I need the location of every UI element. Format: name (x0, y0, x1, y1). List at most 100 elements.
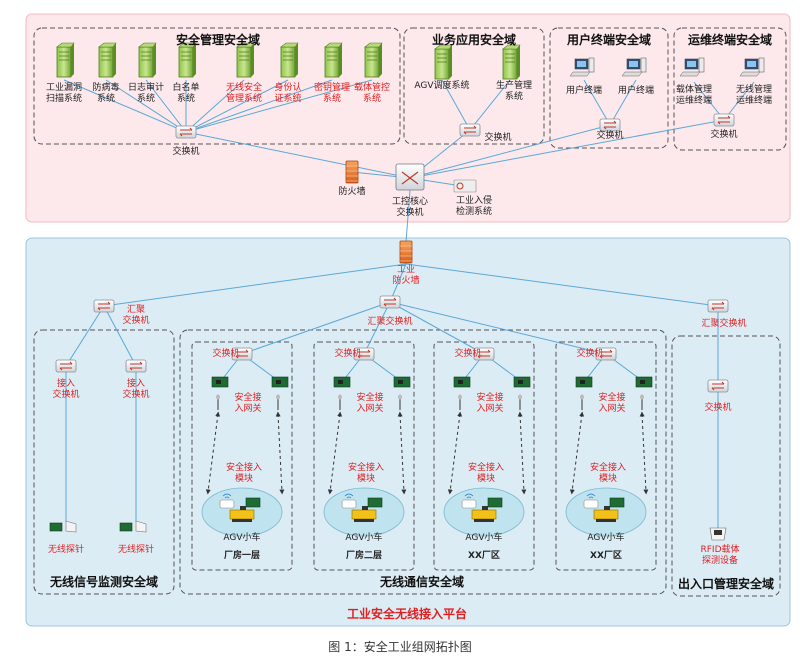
switch-label: 交换机 (484, 131, 511, 143)
server-body (98, 46, 114, 78)
switch-icon (713, 113, 735, 127)
terminal-label: 无线管理 (736, 83, 772, 95)
switch-label: 交换机 (172, 145, 199, 157)
server-label: 日志审计 (128, 81, 164, 93)
area-label: 厂房一层 (224, 549, 260, 561)
switch-body (713, 113, 735, 127)
link-line (517, 411, 527, 495)
access-switch-label: 接入 (57, 377, 75, 389)
ids-label: 工业入侵 (456, 194, 492, 206)
server-side (339, 43, 342, 77)
pc-display (747, 61, 756, 67)
domain-monitor-box (33, 329, 175, 595)
link-line (409, 124, 611, 179)
firewall-label: 防火墙 (338, 185, 365, 197)
antenna-tip (276, 394, 280, 400)
server-label: 载体管控 (354, 81, 390, 93)
agv-group (443, 487, 525, 537)
core-switch-label: 工控核心 (392, 195, 428, 207)
probe-board (49, 522, 63, 532)
link-line (389, 301, 485, 355)
switch-arrows (603, 120, 617, 130)
agg-switch-icon (707, 299, 729, 313)
switch-arrows (179, 127, 193, 137)
core-switch-icon (395, 163, 425, 191)
link-line (441, 79, 471, 131)
gateway-board-icon (271, 376, 289, 388)
connection-lines (63, 79, 755, 528)
module-label: 模块 (235, 472, 253, 484)
agg-switch-label: 汇聚交换机 (701, 317, 746, 329)
access-switch-icon (55, 359, 77, 373)
switch-arrows (717, 115, 731, 125)
pc-icon (621, 57, 647, 77)
link-line (609, 79, 637, 126)
server-label: 扫描系统 (46, 92, 82, 104)
agv-group (323, 487, 405, 537)
area-label: 厂房二层 (346, 549, 382, 561)
server-label: AGV调度系统 (414, 79, 469, 91)
link-line (185, 79, 333, 133)
gateway-board-icon (575, 376, 593, 388)
module-board-icon (245, 497, 261, 508)
antenna-icon (518, 394, 522, 410)
probe-box (135, 520, 147, 533)
terminal-label: 用户终端 (618, 84, 654, 96)
gateway-label: 安全接 (234, 391, 261, 403)
agv-base (596, 519, 616, 522)
agv-body (351, 509, 377, 520)
board-chip (518, 380, 523, 384)
terminal-label: 用户终端 (566, 84, 602, 96)
access-switch-label: 交换机 (52, 388, 79, 400)
access-switch-icon (125, 359, 147, 373)
antenna-tip (640, 394, 644, 400)
agv-top (482, 506, 488, 510)
core-arrows (401, 171, 419, 185)
platform-title: 工业安全无线接入平台 (347, 606, 467, 621)
antenna-tip (216, 394, 220, 400)
gateway-board-icon (333, 376, 351, 388)
agv-label: AGV小车 (345, 531, 382, 543)
antenna-icon (216, 394, 220, 410)
antenna-tip (580, 394, 584, 400)
board-chip (640, 380, 645, 384)
board-chip (216, 380, 221, 384)
server-label: 系统 (97, 92, 115, 104)
server-label: 系统 (363, 92, 381, 104)
link-line (185, 79, 373, 133)
module-board-icon (487, 497, 503, 508)
agg-switch-icon (379, 295, 401, 309)
server-icon (56, 42, 75, 78)
industrial-firewall-label: 防火墙 (392, 274, 419, 286)
module-label: 模块 (357, 472, 375, 484)
switch-body (707, 299, 729, 313)
wifi-icon (222, 493, 232, 499)
link-line (63, 79, 187, 133)
antenna-tip (518, 394, 522, 400)
switch-body (175, 125, 197, 139)
module-label: 安全接入 (468, 461, 504, 473)
ids-icon (453, 179, 477, 193)
agv-body (229, 509, 255, 520)
server-label: 生产管理 (496, 79, 532, 91)
industrial-firewall-label: 工业 (397, 264, 415, 275)
probe-board (119, 522, 133, 532)
board-chip (276, 380, 281, 384)
switch-body (125, 359, 147, 373)
probe-icon (49, 520, 77, 533)
link-line (205, 411, 221, 495)
server-body (280, 46, 296, 78)
terminal-label: 载体管理 (676, 83, 712, 95)
agv-base (354, 519, 374, 522)
area-label: XX厂区 (468, 550, 500, 561)
agv-top (240, 506, 246, 510)
area-switch-icon (473, 347, 495, 361)
pc-keyboard (679, 71, 701, 77)
rfid-slot (714, 530, 722, 535)
agv-base (232, 519, 252, 522)
antenna-tip (398, 394, 402, 400)
link-line (145, 79, 187, 133)
pc-keyboard (569, 71, 591, 77)
link-line (639, 411, 649, 495)
link-line (275, 411, 285, 495)
